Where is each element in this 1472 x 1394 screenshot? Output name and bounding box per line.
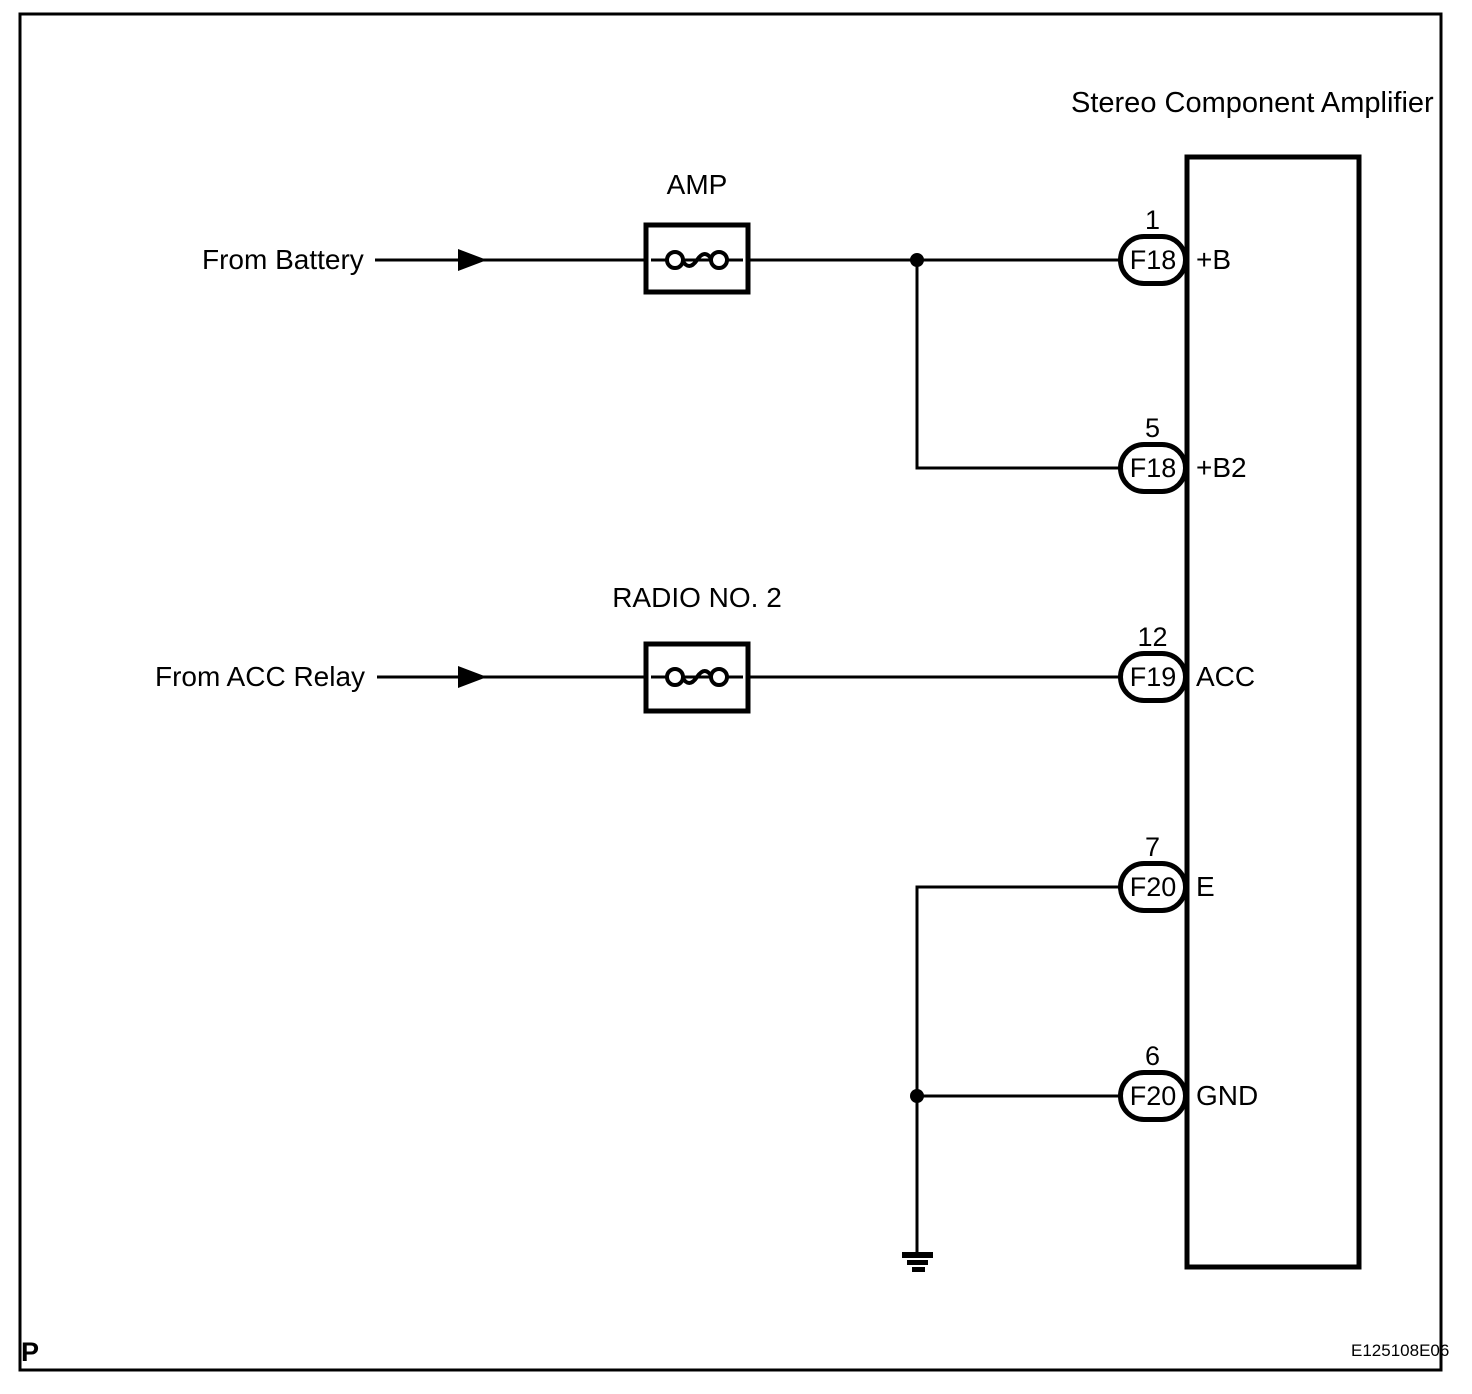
connector-code: F18	[1129, 244, 1177, 275]
figure-code: E125108E06	[1351, 1341, 1450, 1360]
ground-symbol	[902, 1252, 933, 1272]
pin-number: 12	[1137, 622, 1168, 652]
connector-oval: F18	[1118, 234, 1188, 286]
source-label-battery: From Battery	[202, 244, 364, 275]
amplifier-box	[1184, 154, 1362, 1270]
page-border	[18, 12, 1443, 1372]
connector-code: F20	[1129, 1080, 1177, 1111]
pin-name: GND	[1196, 1080, 1259, 1111]
flow-arrow-icon	[458, 666, 487, 688]
fuse-symbol	[643, 641, 751, 714]
connector-oval: F20	[1118, 1070, 1188, 1122]
connector-oval: F18	[1118, 442, 1188, 494]
junction-dot	[910, 253, 924, 267]
pin-name: E	[1196, 871, 1215, 902]
page-letter: P	[21, 1337, 40, 1367]
connector-oval: F20	[1118, 861, 1188, 913]
component-title: Stereo Component Amplifier	[1071, 87, 1434, 119]
pin-name: +B	[1196, 244, 1232, 275]
source-label-acc-relay: From ACC Relay	[155, 661, 366, 692]
fuse-label-amp: AMP	[666, 169, 728, 200]
pin-number: 5	[1144, 413, 1161, 443]
fuse-label-radio: RADIO NO. 2	[612, 582, 782, 613]
connector-code: F20	[1129, 871, 1177, 902]
b2-branch-wire	[915, 260, 1120, 470]
connector-oval: F19	[1118, 651, 1188, 703]
fuse-symbol	[643, 222, 751, 295]
pin-name: ACC	[1196, 661, 1256, 692]
connector-code: F19	[1129, 661, 1177, 692]
connector-code: F18	[1129, 452, 1177, 483]
pin-name: +B2	[1196, 452, 1247, 483]
pin-number: 7	[1144, 832, 1161, 862]
junction-dot	[910, 1089, 924, 1103]
pin-number: 1	[1144, 205, 1161, 235]
pin-number: 6	[1144, 1041, 1161, 1071]
ground-drop-wire	[915, 885, 1120, 1253]
flow-arrow-icon	[458, 249, 487, 271]
